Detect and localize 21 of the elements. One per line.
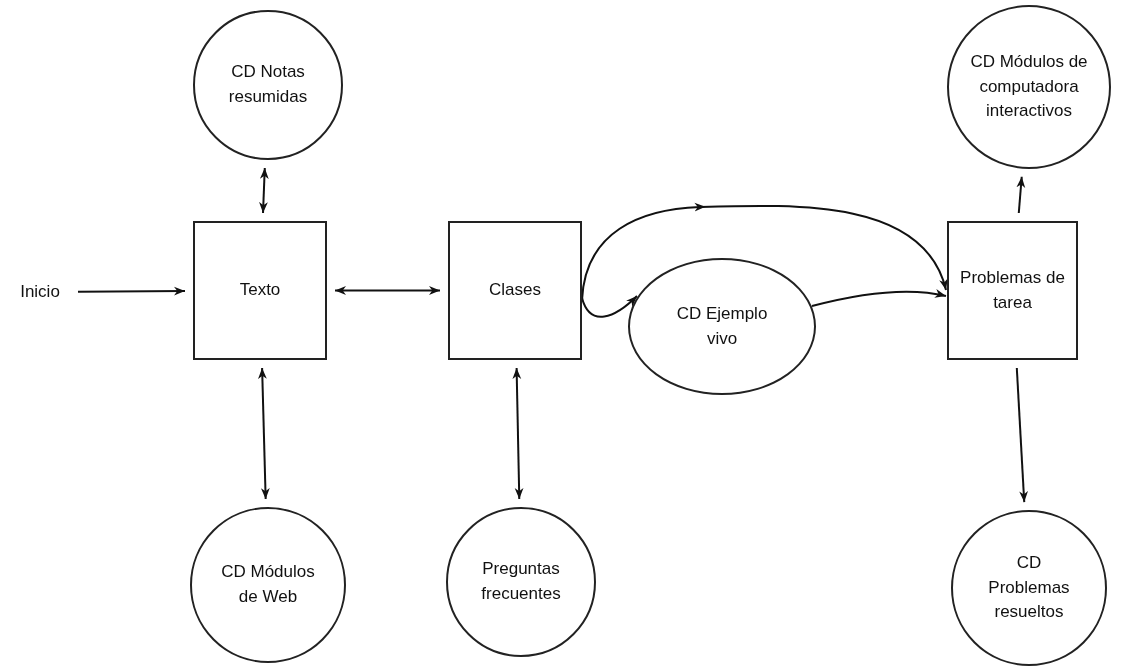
node-label: CD Problemas resueltos <box>987 552 1071 624</box>
arrow <box>1016 175 1026 215</box>
node-label: Clases <box>489 279 541 302</box>
node-label: Inicio <box>20 280 60 303</box>
arrow <box>512 367 524 500</box>
node-label: CD Ejemplo vivo <box>675 302 769 350</box>
node-label: CD Módulos de Web <box>220 561 316 608</box>
process-box <box>448 221 582 360</box>
node-label: Problemas de tarea <box>959 266 1066 314</box>
arrow <box>1015 367 1028 504</box>
arrow <box>258 367 270 501</box>
node-label: CD Módulos de computadora interactivos <box>969 51 1089 123</box>
process-box <box>193 221 327 360</box>
node-label: Texto <box>239 279 281 302</box>
arrow <box>77 286 186 296</box>
arrow <box>334 286 441 295</box>
process-box <box>947 221 1078 360</box>
node-label: Preguntas frecuentes <box>480 558 562 605</box>
arrow <box>811 289 947 307</box>
node-label: CD Notas resumidas <box>227 61 309 108</box>
arrow <box>259 166 269 214</box>
